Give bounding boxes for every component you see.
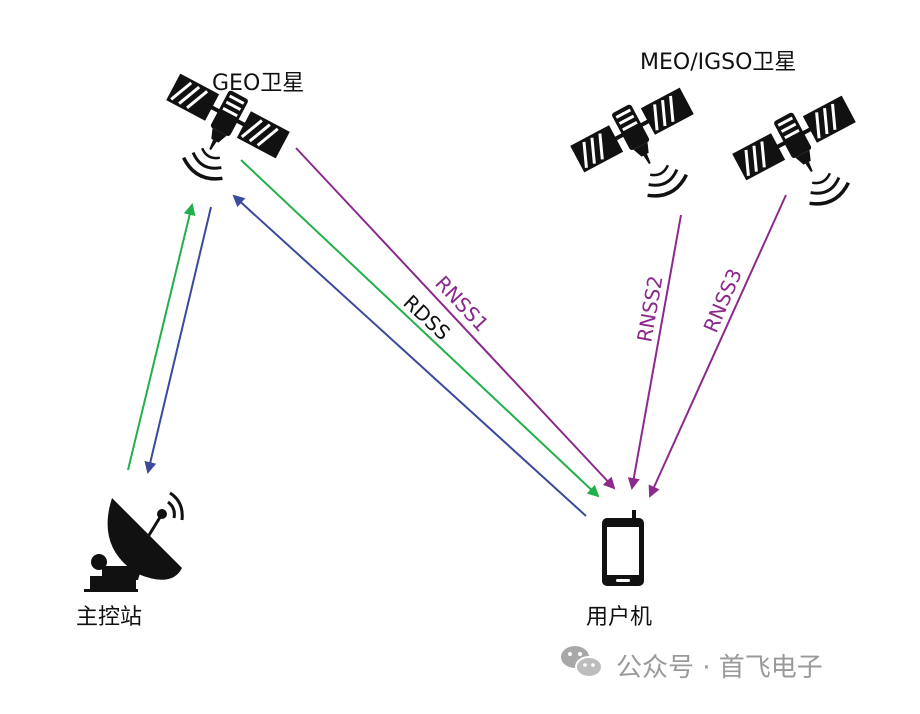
rdss-uplink-user-to-geo xyxy=(232,194,587,517)
user-terminal-label: 用户机 xyxy=(586,605,652,630)
rnss2-link xyxy=(627,214,682,490)
master-station-label: 主控站 xyxy=(76,605,142,630)
rnss3-link xyxy=(648,194,787,498)
rdss-downlink-geo-to-user xyxy=(240,159,600,498)
geo-signal-waves-icon xyxy=(178,140,233,188)
igso-signal-waves-2-icon xyxy=(799,165,854,213)
meo-signal-waves-1-icon xyxy=(637,157,692,205)
wechat-icon xyxy=(561,646,603,678)
watermark-text: 公众号 · 首飞电子 xyxy=(616,653,823,683)
geo-satellite-label: GEO卫星 xyxy=(212,71,304,96)
master-station-dish-icon xyxy=(84,491,184,592)
user-terminal-phone-icon xyxy=(602,510,644,586)
igso-satellite-2-icon xyxy=(726,86,869,203)
rdss-uplink-master-to-geo xyxy=(127,203,196,471)
meo-satellite-1-icon xyxy=(564,78,707,195)
rdss-downlink-geo-to-master xyxy=(144,206,212,474)
rnss2-label: RNSS2 xyxy=(632,274,667,344)
rnss3-label: RNSS3 xyxy=(699,265,747,336)
rnss1-link xyxy=(295,147,616,490)
meo-igso-satellite-label: MEO/IGSO卫星 xyxy=(640,50,796,75)
